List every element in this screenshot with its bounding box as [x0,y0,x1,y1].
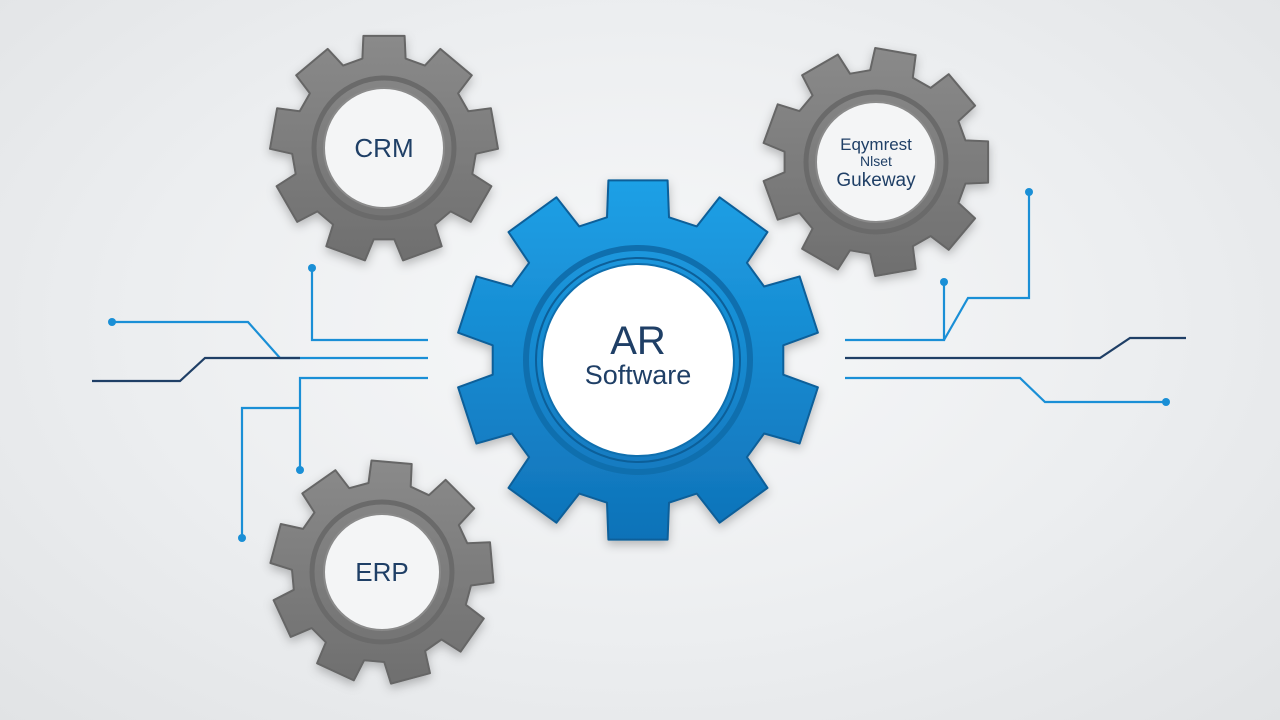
circuit-node-icon [1162,398,1170,406]
ar-label-line1: AR [610,319,666,363]
crm-gear: CRM [269,34,499,262]
circuit-line [943,192,1031,341]
ar-label-line2: Software [585,360,692,390]
gear-center [815,101,937,223]
gear-ring [523,245,753,475]
circuit-lines-right [845,192,1186,404]
circuit-line [310,268,428,342]
ar-software-gear: AR Software [457,179,819,541]
circuit-node-icon [238,534,246,542]
gear-center [541,263,735,457]
circuit-line [112,320,428,360]
circuit-line [92,356,300,383]
crm-label: CRM [354,133,413,163]
payment-label-line1: Eqymrest [840,135,912,154]
payment-label-line2: Nlset [860,153,892,169]
circuit-node-icon [308,264,316,272]
erp-label: ERP [355,557,408,587]
circuit-nodes-left [108,264,316,542]
payment-gateway-gear: Eqymrest Nlset Gukeway [762,47,990,277]
circuit-line [240,406,300,538]
circuit-node-icon [296,466,304,474]
circuit-line [845,376,1166,404]
circuit-line [845,336,1186,360]
circuit-node-icon [1025,188,1033,196]
circuit-line [298,376,428,470]
gear-ring [803,89,949,235]
gear-center [323,87,445,209]
circuit-lines-left [92,268,428,538]
circuit-nodes-right [940,188,1170,406]
circuit-node-icon [108,318,116,326]
erp-gear: ERP [269,459,495,685]
gear-center [323,513,441,631]
circuit-line [845,282,946,342]
payment-label-line3: Gukeway [836,170,916,191]
gear-ring [309,499,455,645]
gear-ring [311,75,457,221]
circuit-node-icon [940,278,948,286]
gear-ring-outline [535,257,741,463]
